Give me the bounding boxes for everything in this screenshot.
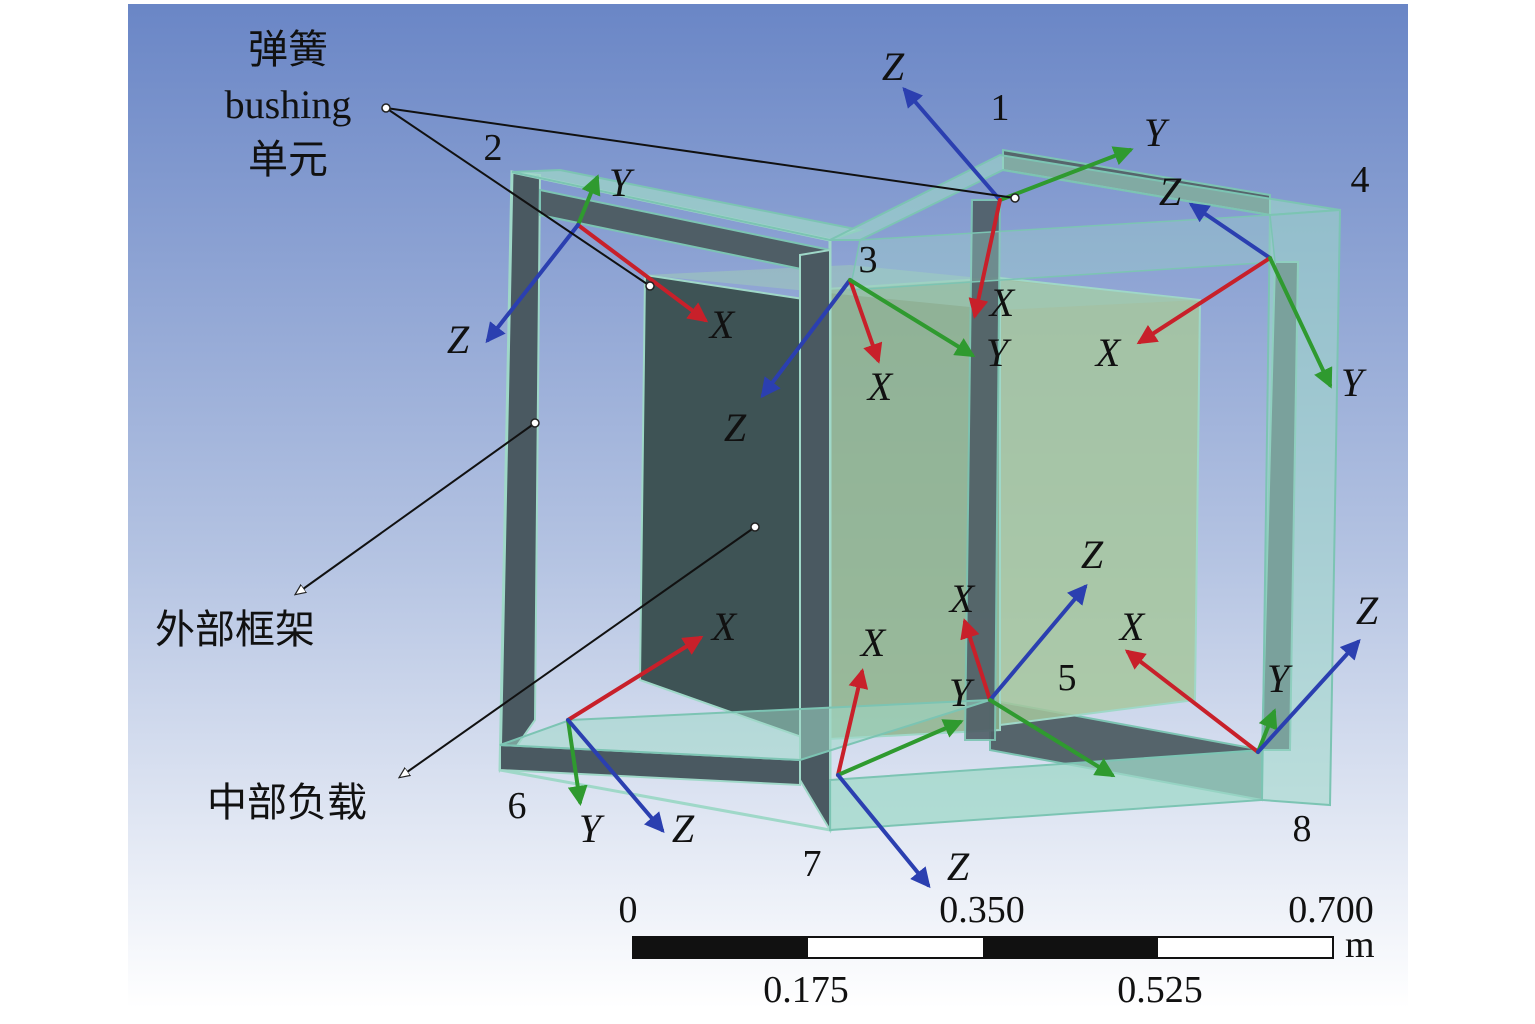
node-label-6: 6 <box>508 785 527 827</box>
triad-3-z-arrow <box>760 278 852 399</box>
leader-dot <box>645 281 655 291</box>
load-block-right <box>999 276 1202 727</box>
triad-1-x-label: X <box>988 280 1016 325</box>
axis-letters: Z Y X Y X Z Y X Z Z X Y Z X Y X Y Z X Z … <box>447 44 1379 889</box>
scale-bar-segment-1 <box>633 937 808 958</box>
triad-1-z-label: Z <box>882 44 905 89</box>
triad-7-x-arrow <box>836 668 869 777</box>
scale-unit: m <box>1345 924 1375 966</box>
triad-5-z-label: Z <box>1081 532 1104 577</box>
leader-dot <box>1010 193 1020 203</box>
annotation-spring-line2: bushing <box>225 82 352 127</box>
frame-right-inner-face <box>849 214 1276 291</box>
triad-6-z-label: Z <box>672 806 695 851</box>
node-label-7: 7 <box>803 843 822 885</box>
node-label-8: 8 <box>1293 808 1312 850</box>
triad-2-y-label: Y <box>609 160 635 205</box>
triad-7-z-label: Z <box>947 844 970 889</box>
node-label-4: 4 <box>1351 159 1370 201</box>
annotation-middle-load: 中部负载 <box>207 780 367 825</box>
triad-6-y-arrow <box>566 718 588 806</box>
triad-4-x-label: X <box>1094 330 1122 375</box>
triad-5-y-label: Y <box>949 670 975 715</box>
triad-5-y-arrow <box>988 698 1116 778</box>
node-label-5: 5 <box>1058 657 1077 699</box>
triad-6-y-label: Y <box>579 806 605 851</box>
triad-3-z-label: Z <box>724 405 747 450</box>
triad-3-y-label: Y <box>986 330 1012 375</box>
leader-dot <box>530 418 540 428</box>
triad-3-x-arrow <box>848 278 883 364</box>
node-label-3: 3 <box>859 239 878 281</box>
node-label-1: 1 <box>991 87 1010 129</box>
triad-7-z-arrow <box>836 773 931 889</box>
triad-8-y-label: Y <box>1267 656 1293 701</box>
leader-load <box>400 526 756 777</box>
leader-spring-to-node1 <box>385 107 1016 199</box>
scale-tick-0175: 0.175 <box>763 969 849 1011</box>
scale-tick-0: 0 <box>619 889 638 931</box>
leader-dot <box>381 103 391 113</box>
triad-2-z-arrow <box>485 223 580 344</box>
scale-bar: 0 0.350 0.700 0.175 0.525 m <box>619 889 1375 1011</box>
triad-4-z-label: Z <box>1159 169 1182 214</box>
triad-2-x-label: X <box>708 302 736 347</box>
frame-right-face <box>1260 208 1342 807</box>
scale-tick-0350: 0.350 <box>939 889 1025 931</box>
annotation-spring-line3: 单元 <box>248 137 328 182</box>
triad-8-x-arrow <box>1124 649 1260 754</box>
leader-spring-to-node2 <box>385 107 651 287</box>
triad-2-y-arrow <box>576 174 601 227</box>
annotation-spring-line1: 弹簧 <box>248 27 328 72</box>
leader-dot <box>750 522 760 532</box>
triad-3-x-label: X <box>866 364 894 409</box>
annotation-outer-frame: 外部框架 <box>155 607 315 652</box>
frame-center-post <box>963 199 1002 741</box>
triad-5-x-label: X <box>948 576 976 621</box>
scale-tick-0525: 0.525 <box>1117 969 1203 1011</box>
triad-1-y-label: Y <box>1144 110 1170 155</box>
leader-dots <box>381 103 1020 532</box>
triad-6-z-arrow <box>566 718 665 834</box>
triad-6-x-arrow <box>566 635 704 722</box>
triad-7-x-label: X <box>859 620 887 665</box>
scale-tick-0700: 0.700 <box>1288 889 1374 931</box>
triad-1-x-arrow <box>968 198 1002 319</box>
triad-8-z-arrow <box>1256 639 1361 754</box>
scale-bar-segment-3 <box>983 937 1158 958</box>
triad-8-y-arrow <box>1256 708 1278 754</box>
leader-lines <box>296 107 1016 777</box>
load-block-top <box>645 265 1200 310</box>
triad-5-x-arrow <box>960 618 992 702</box>
triad-7-y-arrow <box>836 719 964 777</box>
leader-frame <box>296 422 536 594</box>
triad-4-z-arrow <box>1188 202 1272 260</box>
triad-3-y-arrow <box>848 278 976 358</box>
triad-4-y-arrow <box>1268 256 1333 389</box>
triad-1-y-arrow <box>998 146 1134 202</box>
triad-1-z-arrow <box>902 86 1002 202</box>
triad-6-x-label: X <box>710 604 738 649</box>
triad-2-z-label: Z <box>447 317 470 362</box>
node-label-2: 2 <box>484 127 503 169</box>
triad-4-x-arrow <box>1136 256 1272 345</box>
triad-2-x-arrow <box>576 223 709 323</box>
triad-8-z-label: Z <box>1356 588 1379 633</box>
triad-5-z-arrow <box>988 583 1088 702</box>
triad-8-x-label: X <box>1118 604 1146 649</box>
coordinate-triads <box>485 86 1361 889</box>
triad-4-y-label: Y <box>1341 360 1367 405</box>
